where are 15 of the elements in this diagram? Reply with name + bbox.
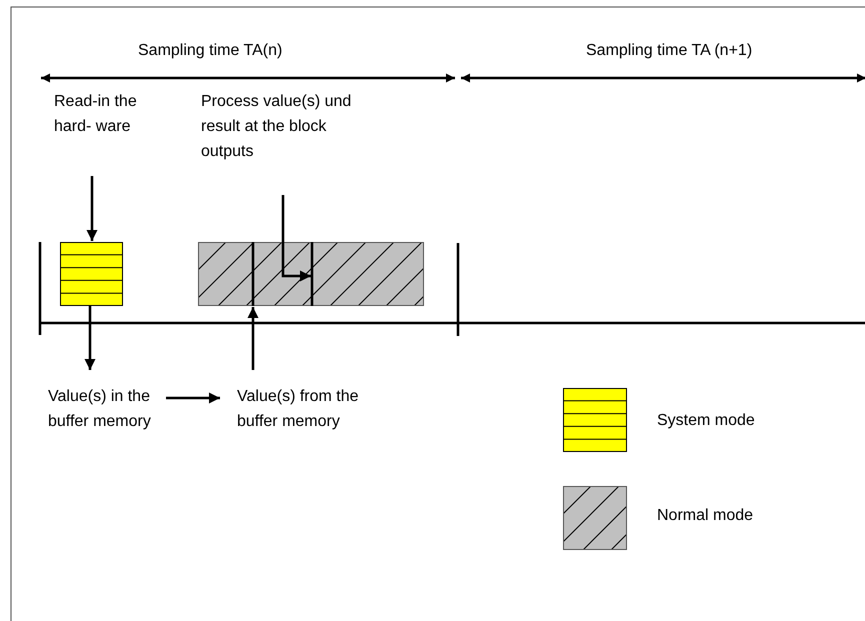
annotation-text: Read-in the hard- ware xyxy=(54,89,144,139)
arrow xyxy=(248,307,258,370)
annotation-text: Value(s) in the buffer memory xyxy=(48,384,168,434)
dimension-label: Sampling time TA (n+1) xyxy=(586,41,752,61)
arrow xyxy=(282,195,311,282)
annotation-text: Value(s) from the buffer memory xyxy=(237,384,397,434)
dimension-label: Sampling time TA(n) xyxy=(138,41,282,61)
arrow xyxy=(86,176,98,241)
system-mode-block xyxy=(60,242,123,306)
legend-label: Normal mode xyxy=(657,506,754,526)
normal-mode-block xyxy=(198,242,424,306)
annotation-text: Process value(s) und result at the block outputs xyxy=(201,89,381,164)
arrow xyxy=(84,306,96,370)
legend-label: System mode xyxy=(657,411,755,431)
arrow xyxy=(166,392,220,404)
